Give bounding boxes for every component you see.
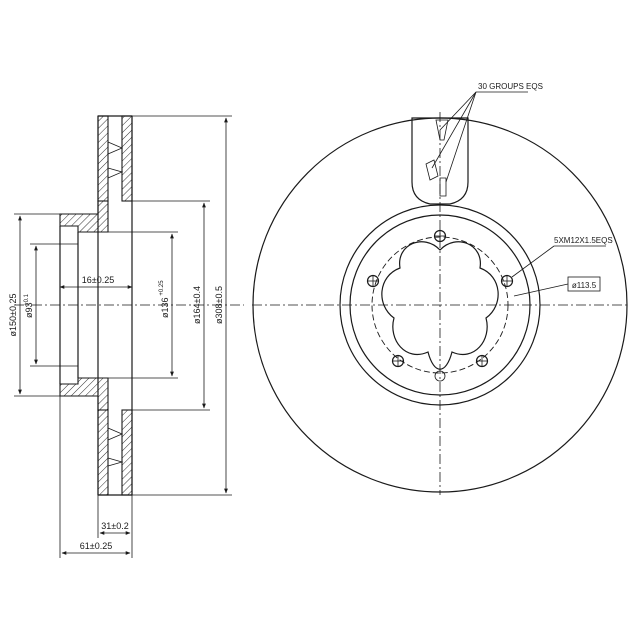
- vent-marker-bottom: [107, 427, 124, 467]
- leader-pcd: [513, 283, 569, 297]
- vent-slot-cutout: [411, 117, 469, 205]
- inner-plate-section-bottom: [121, 409, 133, 496]
- hat-section-bottom: [59, 377, 109, 411]
- vent-marker-top: [107, 141, 124, 179]
- dim-center-bore-label: ø93: [24, 302, 34, 318]
- outer-plate-section-top: [97, 115, 109, 202]
- leader-stud-holes: [511, 245, 555, 278]
- dim-disc-thickness-label: 31±0.2: [101, 521, 128, 531]
- vent-fin: [425, 159, 439, 181]
- hat-section-top: [59, 200, 109, 233]
- dim-hat-diameter-label: ø136: [160, 297, 170, 318]
- pcd-frame: [567, 276, 601, 292]
- dim-hat-diameter-tolerance: +0.25: [159, 280, 165, 296]
- dim-friction-diameter-label: ø164±0.4: [192, 286, 202, 324]
- leader-groups: [439, 91, 477, 131]
- section-view: ø308±0.5 ø164±0.4 ø136 +0.25 ø150±0.25 ø…: [8, 115, 244, 558]
- dim-hat-thickness-label: 16±0.25: [82, 275, 114, 285]
- dim-pitch-circle-label: ø113.5: [572, 281, 597, 290]
- dim-center-bore-tolerance: +0.1: [24, 293, 30, 306]
- dim-overall-height-label: 61±0.25: [80, 541, 112, 551]
- front-view: 30 GROUPS EQS 5XM12X1.5EQS ø113.5: [252, 82, 628, 495]
- leader-groups: [445, 91, 477, 183]
- dim-outer-hub-label: ø150±0.25: [8, 294, 18, 337]
- leader-groups: [431, 91, 477, 169]
- outer-plate-section-bottom: [97, 409, 109, 496]
- note-stud-holes: 5XM12X1.5EQS: [554, 236, 613, 245]
- inner-plate-section-top: [121, 115, 133, 202]
- dim-overall-diameter-label: ø308±0.5: [214, 286, 224, 324]
- vent-fin: [439, 177, 447, 197]
- vent-fin: [435, 119, 449, 141]
- note-vent-groups: 30 GROUPS EQS: [478, 82, 543, 91]
- stud-holes: [366, 229, 514, 382]
